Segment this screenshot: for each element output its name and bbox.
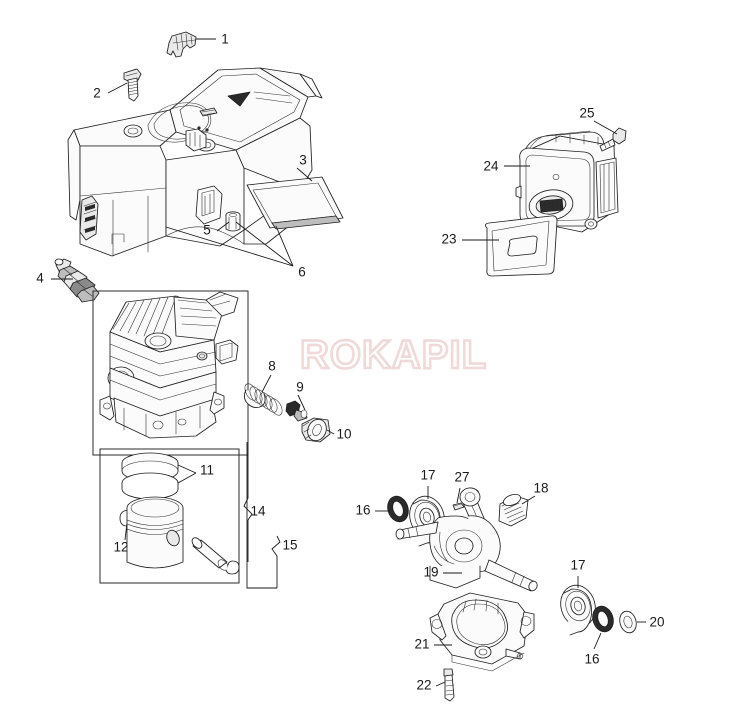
callout-23: 23: [441, 232, 456, 247]
callout-8: 8: [268, 359, 276, 374]
leader-27: [456, 487, 461, 504]
callout-22: 22: [416, 678, 431, 693]
leader-10: [326, 429, 335, 435]
callout-15: 15: [282, 538, 297, 553]
leader-2: [107, 82, 128, 94]
callout-5: 5: [203, 223, 211, 238]
leader-25: [593, 120, 618, 135]
callout-17b: 17: [570, 558, 585, 573]
leader-22: [435, 681, 446, 687]
part-ball-bearing-right: [560, 584, 596, 636]
callout-16b: 16: [584, 652, 599, 667]
part-spark-plug: [54, 258, 100, 303]
part-grommet: [225, 211, 241, 232]
part-circlip-2: [225, 560, 240, 575]
part-muffler-gasket: [484, 215, 558, 277]
watermark: ROKAPIL: [299, 332, 488, 379]
callout-17: 17: [420, 468, 435, 483]
part-woodruff-key: [452, 502, 465, 511]
bracket-14-outer: [243, 455, 253, 562]
callout-20: 20: [649, 615, 664, 630]
leader-group-6: [165, 221, 294, 267]
part-muffler-bolt: [599, 127, 627, 152]
callout-11: 11: [200, 463, 214, 478]
callout-2: 2: [93, 86, 101, 101]
leader-3: [296, 167, 313, 182]
bracket-15: [271, 535, 281, 588]
part-engine-cover: [67, 67, 323, 257]
callout-1: 1: [221, 32, 229, 47]
callout-10: 10: [336, 427, 351, 442]
part-crankshaft: [395, 487, 538, 592]
callout-3: 3: [299, 153, 307, 168]
leader-8: [261, 374, 272, 393]
part-spring: [243, 383, 283, 416]
callout-6: 6: [298, 265, 306, 280]
part-decomp-valve: [301, 417, 331, 443]
bracket-15-edge: [246, 442, 277, 589]
piston-box: [99, 448, 240, 584]
part-piston-rings: [121, 452, 179, 500]
callout-14: 14: [250, 504, 266, 519]
part-washer: [619, 610, 637, 634]
callout-18: 18: [533, 481, 548, 496]
callout-27: 27: [454, 470, 469, 485]
callout-9: 9: [296, 380, 304, 395]
part-oil-seal-right: [592, 605, 614, 633]
part-piston: [126, 496, 184, 569]
part-crankcase: [429, 592, 535, 672]
leader-18: [521, 495, 536, 505]
callout-21: 21: [414, 637, 429, 652]
part-crankcase-bolt: [443, 668, 455, 702]
part-clip: [166, 31, 197, 58]
callout-25: 25: [579, 106, 594, 121]
leader-9: [297, 394, 306, 411]
callout-4: 4: [36, 271, 44, 286]
watermark-label: ROKAPIL: [300, 333, 487, 377]
part-bolt-9: [285, 400, 308, 422]
leader-5: [216, 221, 230, 232]
callout-12: 12: [113, 540, 128, 555]
part-piston-pin: [191, 537, 229, 571]
callout-24: 24: [483, 159, 499, 174]
leader-11: [177, 464, 197, 484]
part-muffler: [515, 130, 619, 233]
part-cylinder: [99, 291, 239, 439]
callout-16: 16: [355, 503, 370, 518]
callout-19: 19: [423, 565, 438, 580]
part-air-filter: [246, 176, 344, 230]
part-needle-bearing: [498, 493, 529, 527]
part-screw: [123, 68, 142, 102]
part-oil-seal-left: [387, 495, 409, 523]
leader-16b: [593, 632, 602, 650]
